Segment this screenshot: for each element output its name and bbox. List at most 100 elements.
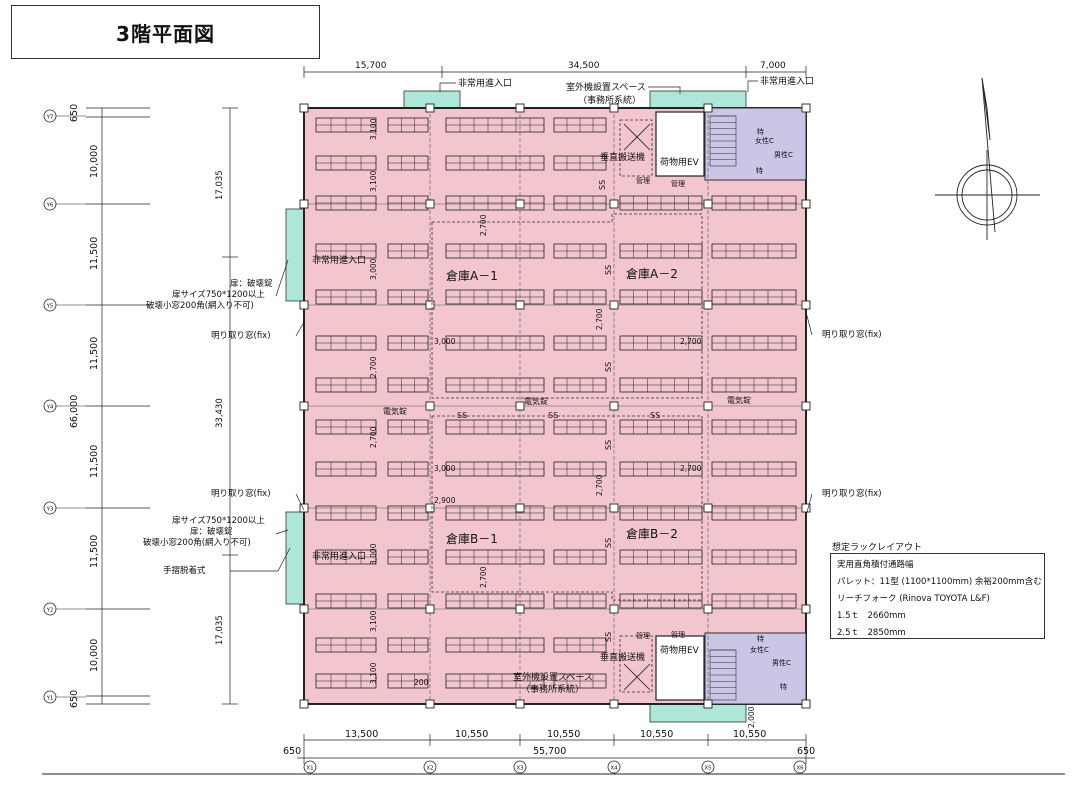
- skylight-right-upper: 明り取り窓(fix): [822, 329, 882, 340]
- axis-x-bubble: [303, 760, 317, 774]
- skylight-left-upper: 明り取り窓(fix): [211, 330, 271, 341]
- female-bottom-label: 女性C: [750, 645, 769, 654]
- column: [299, 300, 309, 310]
- male-top-label: 男性C: [774, 150, 793, 159]
- axis-x-label: X2: [426, 766, 433, 772]
- column: [299, 503, 309, 513]
- legend-line-5: 2.5ｔ 2850mm: [837, 628, 906, 638]
- vertical-conveyor-bottom-label: 垂直搬送機: [600, 651, 645, 663]
- axis-x-label: X5: [704, 766, 712, 772]
- kanri-bottom-b: 管理: [671, 630, 685, 639]
- axis-x-label: X1: [306, 766, 313, 772]
- axis-y-label: Y2: [46, 608, 54, 614]
- ss-labels: SS SS SS SS SS SS SS SS SS: [457, 180, 660, 642]
- column: [609, 503, 619, 513]
- toku-top-a: 特: [757, 127, 764, 136]
- axis-x-label: X3: [516, 766, 524, 772]
- inner-2700-b: 2,700: [369, 426, 378, 448]
- column: [515, 604, 525, 614]
- column: [703, 699, 713, 709]
- axis-x-markers: X1 X2 X3 X4 X5 X6: [303, 760, 807, 774]
- column: [425, 103, 435, 113]
- toku-bottom-a: 特: [757, 634, 764, 643]
- emergency-entry-top-left: 非常用進入口: [458, 77, 512, 89]
- column: [801, 103, 811, 113]
- column: [425, 503, 435, 513]
- column: [801, 401, 811, 411]
- emergency-entry-top-right: 非常用進入口: [760, 75, 814, 87]
- legend-line-4: 1.5ｔ 2660mm: [837, 611, 906, 621]
- axis-x-label: X4: [610, 766, 618, 772]
- dim-top-3: 7,000: [760, 61, 786, 71]
- kanri-top-b: 管理: [671, 179, 685, 188]
- column: [609, 103, 619, 113]
- inner-h-2900: 2,900: [434, 496, 456, 505]
- emergency-entry-left-upper: 非常用進入口: [312, 254, 366, 266]
- rack-layout: [315, 117, 797, 689]
- zone-a-outline: [431, 213, 703, 399]
- inner-h-3000-b: 3,000: [434, 464, 456, 473]
- column: [425, 401, 435, 411]
- column: [515, 103, 525, 113]
- dim-left-mid-2: 33,430: [215, 398, 225, 428]
- freight-ev-bottom: [655, 635, 705, 701]
- freight-ev-top-label: 荷物用EV: [660, 156, 700, 168]
- electric-lock-right: 電気錠: [727, 395, 751, 405]
- dim-left-row-4: 11,500: [89, 445, 100, 478]
- room-a2-label: 倉庫A－2: [626, 266, 678, 281]
- dim-top-1: 15,700: [355, 61, 387, 71]
- legend-line-3: リーチフォーク (Rinova TOYOTA L&F): [837, 594, 990, 604]
- zone-outlines: [431, 119, 703, 693]
- drawing-title: 3階平面図: [116, 21, 215, 46]
- skylight-left-lower: 明り取り窓(fix): [211, 488, 271, 499]
- door-breaklock-lower: 扉：破壊錠: [190, 526, 233, 537]
- outdoor-unit-space-top: 室外機設置スペース: [566, 81, 646, 93]
- electric-lock-center: 電気錠: [524, 396, 548, 406]
- dim-bottom-4: 10,550: [640, 729, 673, 740]
- vertical-conveyor-top-label: 垂直搬送機: [600, 151, 645, 163]
- dim-top-2: 34,500: [568, 61, 600, 71]
- balcony-bottom: [649, 703, 747, 723]
- dim-left-row-2: 11,500: [89, 237, 100, 270]
- core-top: [704, 107, 807, 181]
- column: [425, 604, 435, 614]
- column: [703, 503, 713, 513]
- vertical-conveyor-bottom: [619, 635, 653, 693]
- inner-200: 200: [414, 678, 429, 687]
- ss-6: SS: [650, 411, 660, 420]
- column: [609, 199, 619, 209]
- axis-x-bubble: [701, 760, 715, 774]
- bottom-dimensions: [297, 734, 815, 764]
- ss-7: SS: [604, 440, 613, 450]
- axis-y-label: Y5: [46, 304, 54, 310]
- column: [299, 699, 309, 709]
- column: [801, 199, 811, 209]
- balcony-top-right: [649, 90, 747, 110]
- column: [515, 503, 525, 513]
- axis-x-label: X6: [796, 766, 804, 772]
- dim-bottom-edge-right: 650: [797, 746, 815, 757]
- left-dim-texts: 650 10,000 11,500 11,500 11,500 11,500 1…: [69, 104, 225, 708]
- axis-x-bubble: [423, 760, 437, 774]
- room-b2-label: 倉庫B－2: [626, 526, 678, 541]
- dim-bottom-5: 10,550: [733, 729, 766, 740]
- freight-ev-bottom-label: 荷物用EV: [660, 644, 700, 656]
- balconies: [285, 90, 747, 723]
- dim-left-mid-3: 17,035: [215, 615, 225, 645]
- vertical-conveyor-top: [619, 119, 653, 177]
- dim-bottom-1: 13,500: [345, 729, 378, 740]
- break-window-lower: 破壊小窓200角(網入り不可): [143, 537, 251, 548]
- column: [703, 300, 713, 310]
- inner-3100-c: 3,100: [369, 610, 378, 632]
- column: [515, 699, 525, 709]
- axis-x-bubble: [607, 760, 621, 774]
- dim-left-650-bottom: 650: [69, 690, 80, 708]
- column: [703, 199, 713, 209]
- column: [801, 604, 811, 614]
- dim-bottom-2: 10,550: [455, 729, 488, 740]
- axis-y-label: Y3: [46, 507, 54, 513]
- emergency-entry-left-lower: 非常用進入口: [312, 550, 366, 562]
- column: [425, 300, 435, 310]
